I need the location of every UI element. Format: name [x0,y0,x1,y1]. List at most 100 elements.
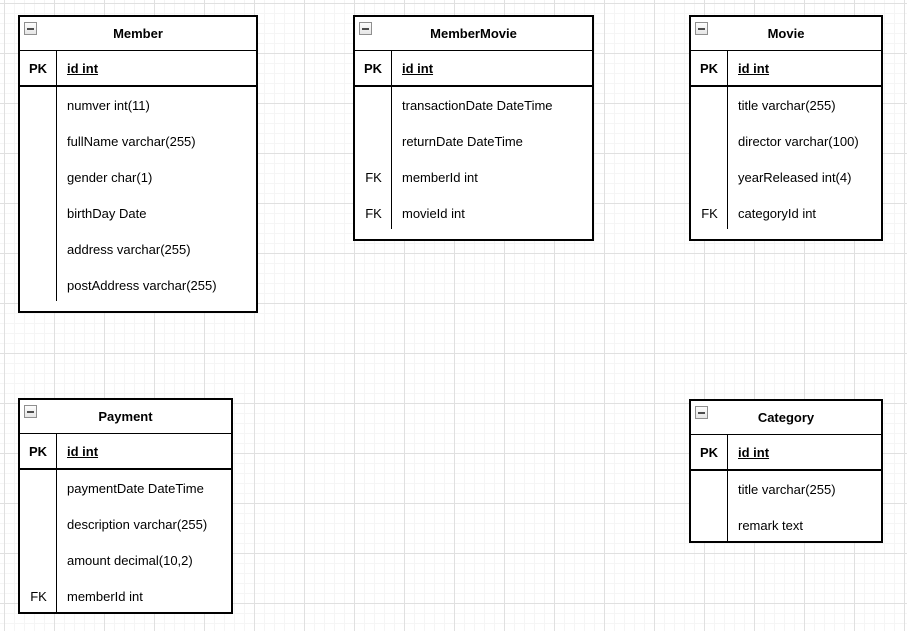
key-label [20,267,57,303]
field-label: description varchar(255) [67,516,208,532]
minus-glyph [698,411,705,414]
table-body: title varchar(255) director varchar(100)… [691,87,881,239]
key-label: FK [365,169,382,185]
field-label: birthDay Date [67,205,147,221]
minus-glyph [698,27,705,30]
entity-table-payment[interactable]: Payment PK id int paymentDate DateTime d… [18,398,233,614]
table-header[interactable]: Movie [691,17,881,51]
table-title: Category [757,410,815,425]
primary-key-row[interactable]: PK id int [691,51,881,87]
field-label: paymentDate DateTime [67,480,204,496]
table-row[interactable]: paymentDate DateTime [20,470,231,506]
key-label [691,507,728,543]
field-label: categoryId int [738,205,817,221]
table-row[interactable]: postAddress varchar(255) [20,267,256,303]
pk-label: PK [691,51,728,85]
table-row[interactable]: amount decimal(10,2) [20,542,231,578]
field-label: numver int(11) [67,97,150,113]
pk-label: PK [355,51,392,85]
table-body: transactionDate DateTime returnDate Date… [355,87,592,239]
table-title: Member [113,26,163,41]
table-row[interactable]: transactionDate DateTime [355,87,592,123]
key-label [20,542,57,578]
table-header[interactable]: MemberMovie [355,17,592,51]
pk-field: id int [738,60,770,76]
pk-field: id int [67,443,99,459]
field-label: remark text [738,517,804,533]
key-label [20,195,57,231]
key-label: FK [30,588,47,604]
table-header[interactable]: Member [20,17,256,51]
entity-table-membermovie[interactable]: MemberMovie PK id int transactionDate Da… [353,15,594,241]
pk-label: PK [20,51,57,85]
table-body: paymentDate DateTime description varchar… [20,470,231,614]
table-row[interactable]: FK memberId int [20,578,231,614]
pk-label: PK [20,434,57,468]
field-label: title varchar(255) [738,97,836,113]
table-row[interactable]: title varchar(255) [691,471,881,507]
table-body: numver int(11) fullName varchar(255) gen… [20,87,256,311]
field-label: gender char(1) [67,169,153,185]
collapse-minus-icon[interactable] [695,406,708,419]
key-label [355,87,392,123]
table-header[interactable]: Category [691,401,881,435]
table-row[interactable]: director varchar(100) [691,123,881,159]
table-row[interactable]: numver int(11) [20,87,256,123]
table-row[interactable]: FK categoryId int [691,195,881,231]
field-label: yearReleased int(4) [738,169,852,185]
primary-key-row[interactable]: PK id int [355,51,592,87]
table-row[interactable]: description varchar(255) [20,506,231,542]
table-title: Payment [98,409,153,424]
table-row[interactable]: title varchar(255) [691,87,881,123]
field-label: fullName varchar(255) [67,133,196,149]
table-row[interactable]: address varchar(255) [20,231,256,267]
pk-field: id int [67,60,99,76]
table-row[interactable]: gender char(1) [20,159,256,195]
table-row[interactable]: FK movieId int [355,195,592,231]
key-label: FK [701,205,718,221]
entity-table-category[interactable]: Category PK id int title varchar(255) re… [689,399,883,543]
entity-table-member[interactable]: Member PK id int numver int(11) fullName… [18,15,258,313]
collapse-minus-icon[interactable] [24,405,37,418]
field-label: transactionDate DateTime [402,97,553,113]
table-row[interactable]: returnDate DateTime [355,123,592,159]
table-row[interactable]: yearReleased int(4) [691,159,881,195]
field-label: amount decimal(10,2) [67,552,193,568]
field-label: title varchar(255) [738,481,836,497]
table-row[interactable]: FK memberId int [355,159,592,195]
collapse-minus-icon[interactable] [24,22,37,35]
table-body: title varchar(255) remark text [691,471,881,543]
key-label [691,159,728,195]
field-label: director varchar(100) [738,133,859,149]
field-label: returnDate DateTime [402,133,523,149]
pk-field: id int [738,444,770,460]
key-label [20,87,57,123]
minus-glyph [362,27,369,30]
key-label [691,87,728,123]
key-label: FK [365,205,382,221]
minus-glyph [27,410,34,413]
pk-label: PK [691,435,728,469]
key-label [20,123,57,159]
key-label [20,159,57,195]
table-header[interactable]: Payment [20,400,231,434]
field-label: memberId int [402,169,478,185]
collapse-minus-icon[interactable] [695,22,708,35]
table-title: Movie [767,26,805,41]
field-label: postAddress varchar(255) [67,277,217,293]
table-title: MemberMovie [430,26,517,41]
table-row[interactable]: birthDay Date [20,195,256,231]
field-label: address varchar(255) [67,241,191,257]
table-row[interactable]: fullName varchar(255) [20,123,256,159]
primary-key-row[interactable]: PK id int [691,435,881,471]
pk-field: id int [402,60,434,76]
key-label [355,123,392,159]
collapse-minus-icon[interactable] [359,22,372,35]
table-row[interactable]: remark text [691,507,881,543]
minus-glyph [27,27,34,30]
primary-key-row[interactable]: PK id int [20,434,231,470]
entity-table-movie[interactable]: Movie PK id int title varchar(255) direc… [689,15,883,241]
primary-key-row[interactable]: PK id int [20,51,256,87]
key-label [691,471,728,507]
